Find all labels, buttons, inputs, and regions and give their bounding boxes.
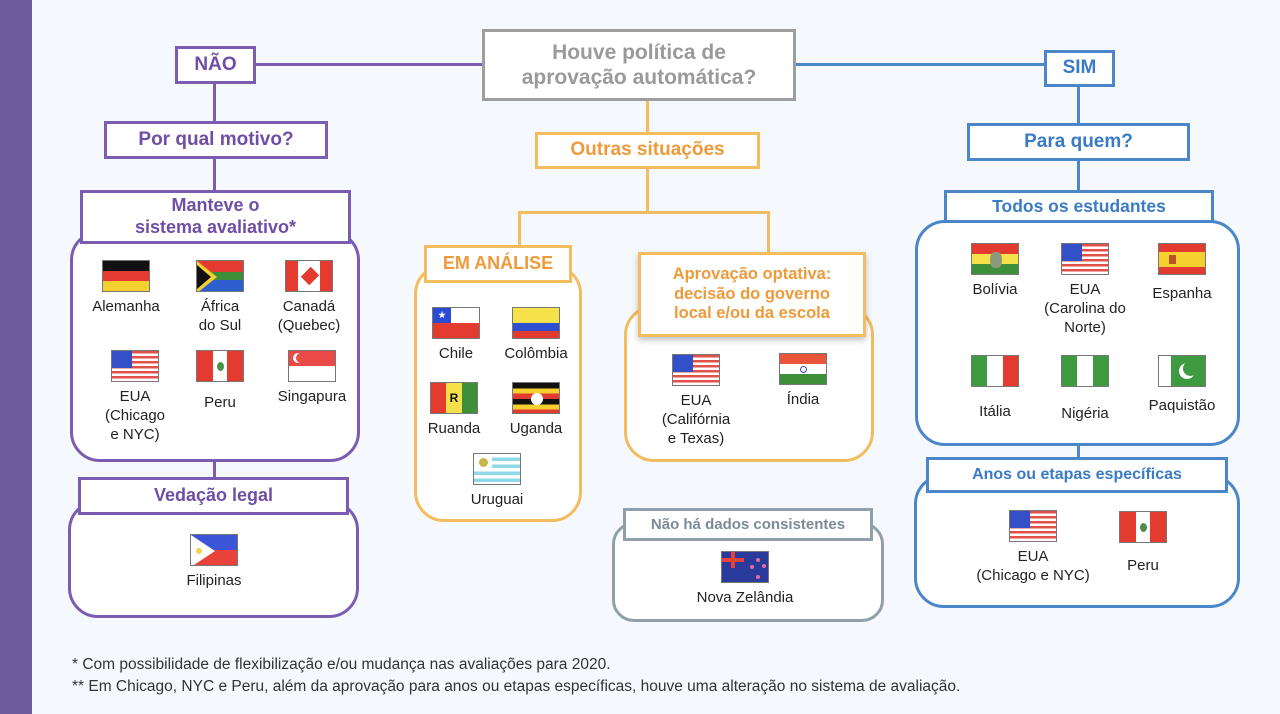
south-africa-flag: [196, 260, 244, 292]
country-canada: Canadá (Quebec): [263, 260, 355, 336]
country-espanha: Espanha: [1140, 243, 1224, 304]
usa-flag: [1009, 510, 1057, 542]
bolivia-flag: [971, 243, 1019, 275]
nigeria-flag: [1061, 355, 1109, 387]
connector-outras-horizontal: [518, 211, 770, 214]
connector-root-outras: [646, 100, 649, 134]
country-peru: Peru: [180, 350, 260, 413]
anos-label: Anos ou etapas específicas: [972, 466, 1182, 484]
connector-root-nao: [255, 63, 483, 66]
outras-box: Outras situações: [535, 132, 760, 169]
root-question-line1: Houve política de: [552, 40, 726, 64]
sim-box: SIM: [1044, 50, 1115, 87]
no-data-label: Não há dados consistentes: [650, 515, 846, 533]
kept-system-header: Manteve o sistema avaliativo*: [80, 190, 351, 244]
sim-question-box: Para quem?: [967, 123, 1190, 161]
india-flag: [779, 353, 827, 385]
country-india: Índia: [768, 353, 838, 410]
country-bolivia: Bolívia: [955, 243, 1035, 300]
em-analise-header: EM ANÁLISE: [424, 245, 572, 283]
country-africa-do-sul: África do Sul: [180, 260, 260, 336]
country-eua-carolina-norte: EUA (Carolina do Norte): [1030, 243, 1140, 337]
singapore-flag: [288, 350, 336, 382]
country-nova-zelandia: Nova Zelândia: [680, 551, 810, 608]
kept-system-line2: sistema avaliativo*: [134, 217, 297, 237]
sidebar-accent-bar: [0, 0, 32, 714]
legal-ban-label: Vedação legal: [153, 485, 274, 506]
todos-header: Todos os estudantes: [944, 190, 1214, 223]
country-alemanha: Alemanha: [80, 260, 172, 317]
country-italia: Itália: [955, 355, 1035, 422]
sim-question-label: Para quem?: [1024, 130, 1133, 152]
country-singapura: Singapura: [266, 350, 358, 407]
usa-flag: [672, 354, 720, 386]
outras-label: Outras situações: [570, 139, 725, 161]
connector-nao-question: [213, 83, 216, 123]
pakistan-flag: [1158, 355, 1206, 387]
optativa-line3: local e/ou da escola: [674, 304, 830, 323]
footnote-2: ** Em Chicago, NYC e Peru, além da aprov…: [72, 678, 961, 695]
legal-ban-header: Vedação legal: [78, 477, 349, 515]
optativa-header: Aprovação optativa: decisão do governo l…: [638, 252, 866, 337]
country-peru-anos: Peru: [1103, 511, 1183, 576]
italy-flag: [971, 355, 1019, 387]
country-nigeria: Nigéria: [1045, 355, 1125, 424]
em-analise-label: EM ANÁLISE: [442, 253, 554, 274]
canada-flag: [285, 260, 333, 292]
optativa-line1: Aprovação optativa:: [672, 264, 832, 283]
root-question-box: Houve política de aprovação automática?: [482, 29, 796, 101]
uganda-flag: [512, 382, 560, 414]
country-chile: Chile: [428, 307, 484, 364]
optativa-line2: decisão do governo: [674, 284, 830, 303]
chile-flag: [432, 307, 480, 339]
footnote-1: * Com possibilidade de flexibilização e/…: [72, 656, 611, 673]
colombia-flag: [512, 307, 560, 339]
country-eua-california-texas: EUA (Califórnia e Texas): [650, 354, 742, 448]
nao-label: NÃO: [194, 53, 237, 75]
country-ruanda: R Ruanda: [418, 382, 490, 439]
connector-outras-split: [646, 168, 649, 212]
usa-flag: [1061, 243, 1109, 275]
connector-sim-question: [1077, 85, 1080, 125]
todos-label: Todos os estudantes: [992, 196, 1166, 216]
sim-label: SIM: [1062, 57, 1097, 79]
country-filipinas: Filipinas: [168, 534, 260, 591]
footnotes: * Com possibilidade de flexibilização e/…: [72, 654, 960, 698]
connector-kept-legal: [213, 460, 216, 480]
nao-question-box: Por qual motivo?: [104, 121, 328, 159]
connector-outras-right: [767, 211, 770, 253]
peru-flag: [1119, 511, 1167, 543]
nao-box: NÃO: [175, 46, 256, 84]
connector-root-sim: [795, 63, 1045, 66]
kept-system-line1: Manteve o: [171, 195, 260, 216]
peru-flag: [196, 350, 244, 382]
no-data-header: Não há dados consistentes: [623, 508, 873, 541]
usa-flag: [111, 350, 159, 382]
uruguay-flag: [473, 453, 521, 485]
connector-question-todos: [1077, 160, 1080, 192]
country-uganda: Uganda: [498, 382, 574, 439]
country-eua-chicago-nyc: EUA (Chicago e NYC): [92, 350, 178, 444]
connector-outras-left: [518, 211, 521, 247]
anos-header: Anos ou etapas específicas: [926, 457, 1228, 493]
country-uruguai: Uruguai: [454, 453, 540, 510]
country-colombia: Colômbia: [494, 307, 578, 364]
root-question-line2: aprovação automática?: [521, 66, 757, 89]
rwanda-letter: R: [446, 383, 462, 413]
new-zealand-flag: [721, 551, 769, 583]
nao-question-label: Por qual motivo?: [138, 128, 294, 150]
rwanda-flag: R: [430, 382, 478, 414]
germany-flag: [102, 260, 150, 292]
country-eua-chicago-nyc-anos: EUA (Chicago e NYC): [963, 510, 1103, 586]
connector-question-kept: [213, 158, 216, 192]
country-paquistao: Paquistão: [1136, 355, 1228, 416]
philippines-flag: [190, 534, 238, 566]
anos-panel: [914, 474, 1240, 608]
connector-todos-anos: [1077, 444, 1080, 462]
spain-flag: [1158, 243, 1206, 275]
